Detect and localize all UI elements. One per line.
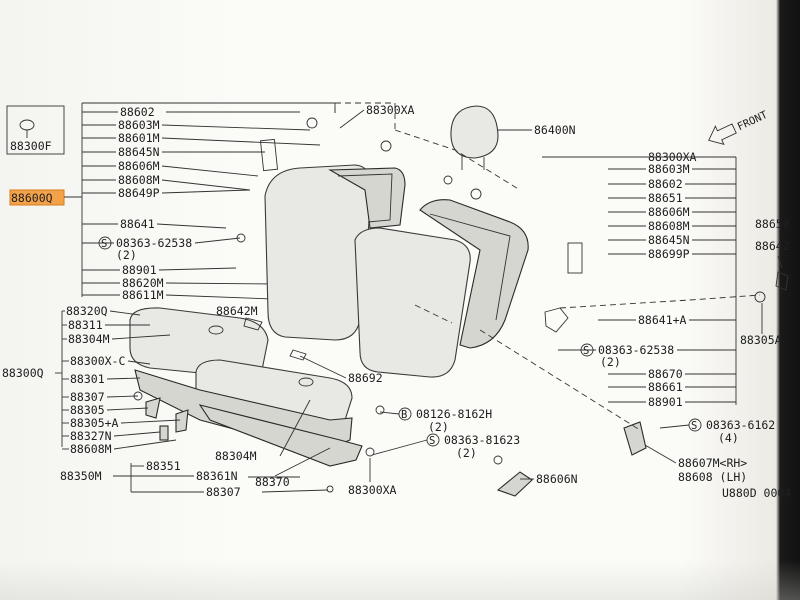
label-right-10: 88670 <box>648 367 683 381</box>
label-88600q: 88600Q <box>11 191 53 205</box>
label-right-11: 88661 <box>648 380 683 394</box>
seatback-frame-left <box>328 167 406 229</box>
bolt-num-2: 08363-6162 <box>706 418 775 432</box>
label-left-2: 88645N <box>118 145 160 159</box>
label-88650: 88650 <box>755 217 790 231</box>
label-88300xa-top: 88300XA <box>366 103 415 117</box>
label-bottom-2: 88307 <box>206 485 241 499</box>
label-right-1: 88602 <box>648 177 683 191</box>
label-88607m-rh: 88607M<RH> <box>678 456 747 470</box>
highlight-88600q <box>9 189 65 206</box>
label-left-3: 88606M <box>118 159 160 173</box>
label-cushion-7: 88305+A <box>70 416 119 430</box>
cushion-label-list: 88320Q8831188304M88300X-C883018830788305… <box>62 304 181 456</box>
screen-bottom-shade <box>0 560 800 600</box>
part-box-88300f <box>6 105 65 155</box>
label-cushion-9: 88608M <box>70 442 112 456</box>
label-bottom-0: 88351 <box>146 459 181 473</box>
front-label: FRONT <box>736 109 770 134</box>
label-88370: 88370 <box>255 475 290 489</box>
label-88642: 88642 <box>755 239 790 253</box>
bolt-qty-2: (4) <box>718 431 739 445</box>
label-cushion-2: 88304M <box>68 332 110 346</box>
label-cushion-5: 88307 <box>70 390 105 404</box>
label-right-9: (2) <box>600 355 621 369</box>
label-left-8: (2) <box>116 248 137 262</box>
label-left-7: 08363-62538 <box>116 236 192 250</box>
label-cushion-6: 88305 <box>70 403 105 417</box>
label-88304m-bottom: 88304M <box>215 449 257 463</box>
label-cushion-0: 88320Q <box>66 304 108 318</box>
label-left-0: 88603M <box>118 118 160 132</box>
right-label-list: 88603M886028865188606M88608M88645N88699P… <box>550 150 736 409</box>
bolt-qty-0: (2) <box>428 420 449 434</box>
label-88300f: 88300F <box>10 139 52 153</box>
label-88300q: 88300Q <box>2 366 44 380</box>
label-right-2: 88651 <box>648 191 683 205</box>
label-left-9: 88901 <box>122 263 157 277</box>
label-left-11: 88611M <box>122 288 164 302</box>
bolt-mark-1: S <box>429 435 435 447</box>
bolt-mark-0: B <box>401 409 407 421</box>
label-88692: 88692 <box>348 371 383 385</box>
bottom-label-list: 88351 88361N 88307 <box>131 459 329 499</box>
seatback-frame-right <box>419 199 529 349</box>
label-left-header: 88602 <box>120 105 155 119</box>
bolt-num-1: 08363-81623 <box>444 433 520 447</box>
label-88300xa-bottom: 88300XA <box>348 483 397 497</box>
label-right-header: 88300XA <box>648 150 697 164</box>
s-mark: S <box>101 238 107 250</box>
bolt-qty-1: (2) <box>456 446 477 460</box>
label-right-5: 88645N <box>648 233 690 247</box>
label-left-1: 88601M <box>118 131 160 145</box>
label-left-6: 88641 <box>120 217 155 231</box>
label-right-6: 88699P <box>648 247 690 261</box>
label-left-4: 88608M <box>118 173 160 187</box>
label-88305a: 88305A <box>740 333 782 347</box>
label-88642m: 88642M <box>216 304 258 318</box>
tray-88350m <box>198 404 363 467</box>
label-88606n: 88606N <box>536 472 578 486</box>
label-88608-lh: 88608 (LH) <box>678 470 747 484</box>
bolt-mark-2: S <box>691 420 697 432</box>
headrest-part <box>450 105 499 159</box>
label-bottom-1: 88361N <box>196 469 238 483</box>
label-left-5: 88649P <box>118 186 160 200</box>
bolt-num-0: 08126-8162H <box>416 407 492 421</box>
label-right-12: 88901 <box>648 395 683 409</box>
label-cushion-3: 88300X-C <box>70 354 125 368</box>
label-cushion-1: 88311 <box>68 318 103 332</box>
clip-part-88300f <box>19 119 35 131</box>
label-right-0: 88603M <box>648 162 690 176</box>
label-right-7: 88641+A <box>638 313 687 327</box>
diagram-code: U880D 0004 <box>722 486 791 500</box>
seatback-right <box>354 227 471 378</box>
label-right-4: 88608M <box>648 219 690 233</box>
label-right-8: 08363-62538 <box>598 343 674 357</box>
label-88350m: 88350M <box>60 469 102 483</box>
label-left-10: 88620M <box>122 276 164 290</box>
label-cushion-4: 88301 <box>70 372 105 386</box>
label-86400n: 86400N <box>534 123 576 137</box>
s-mark: S <box>583 345 589 357</box>
label-cushion-8: 88327N <box>70 429 112 443</box>
label-right-3: 88606M <box>648 205 690 219</box>
front-arrow-icon: FRONT <box>708 109 770 146</box>
